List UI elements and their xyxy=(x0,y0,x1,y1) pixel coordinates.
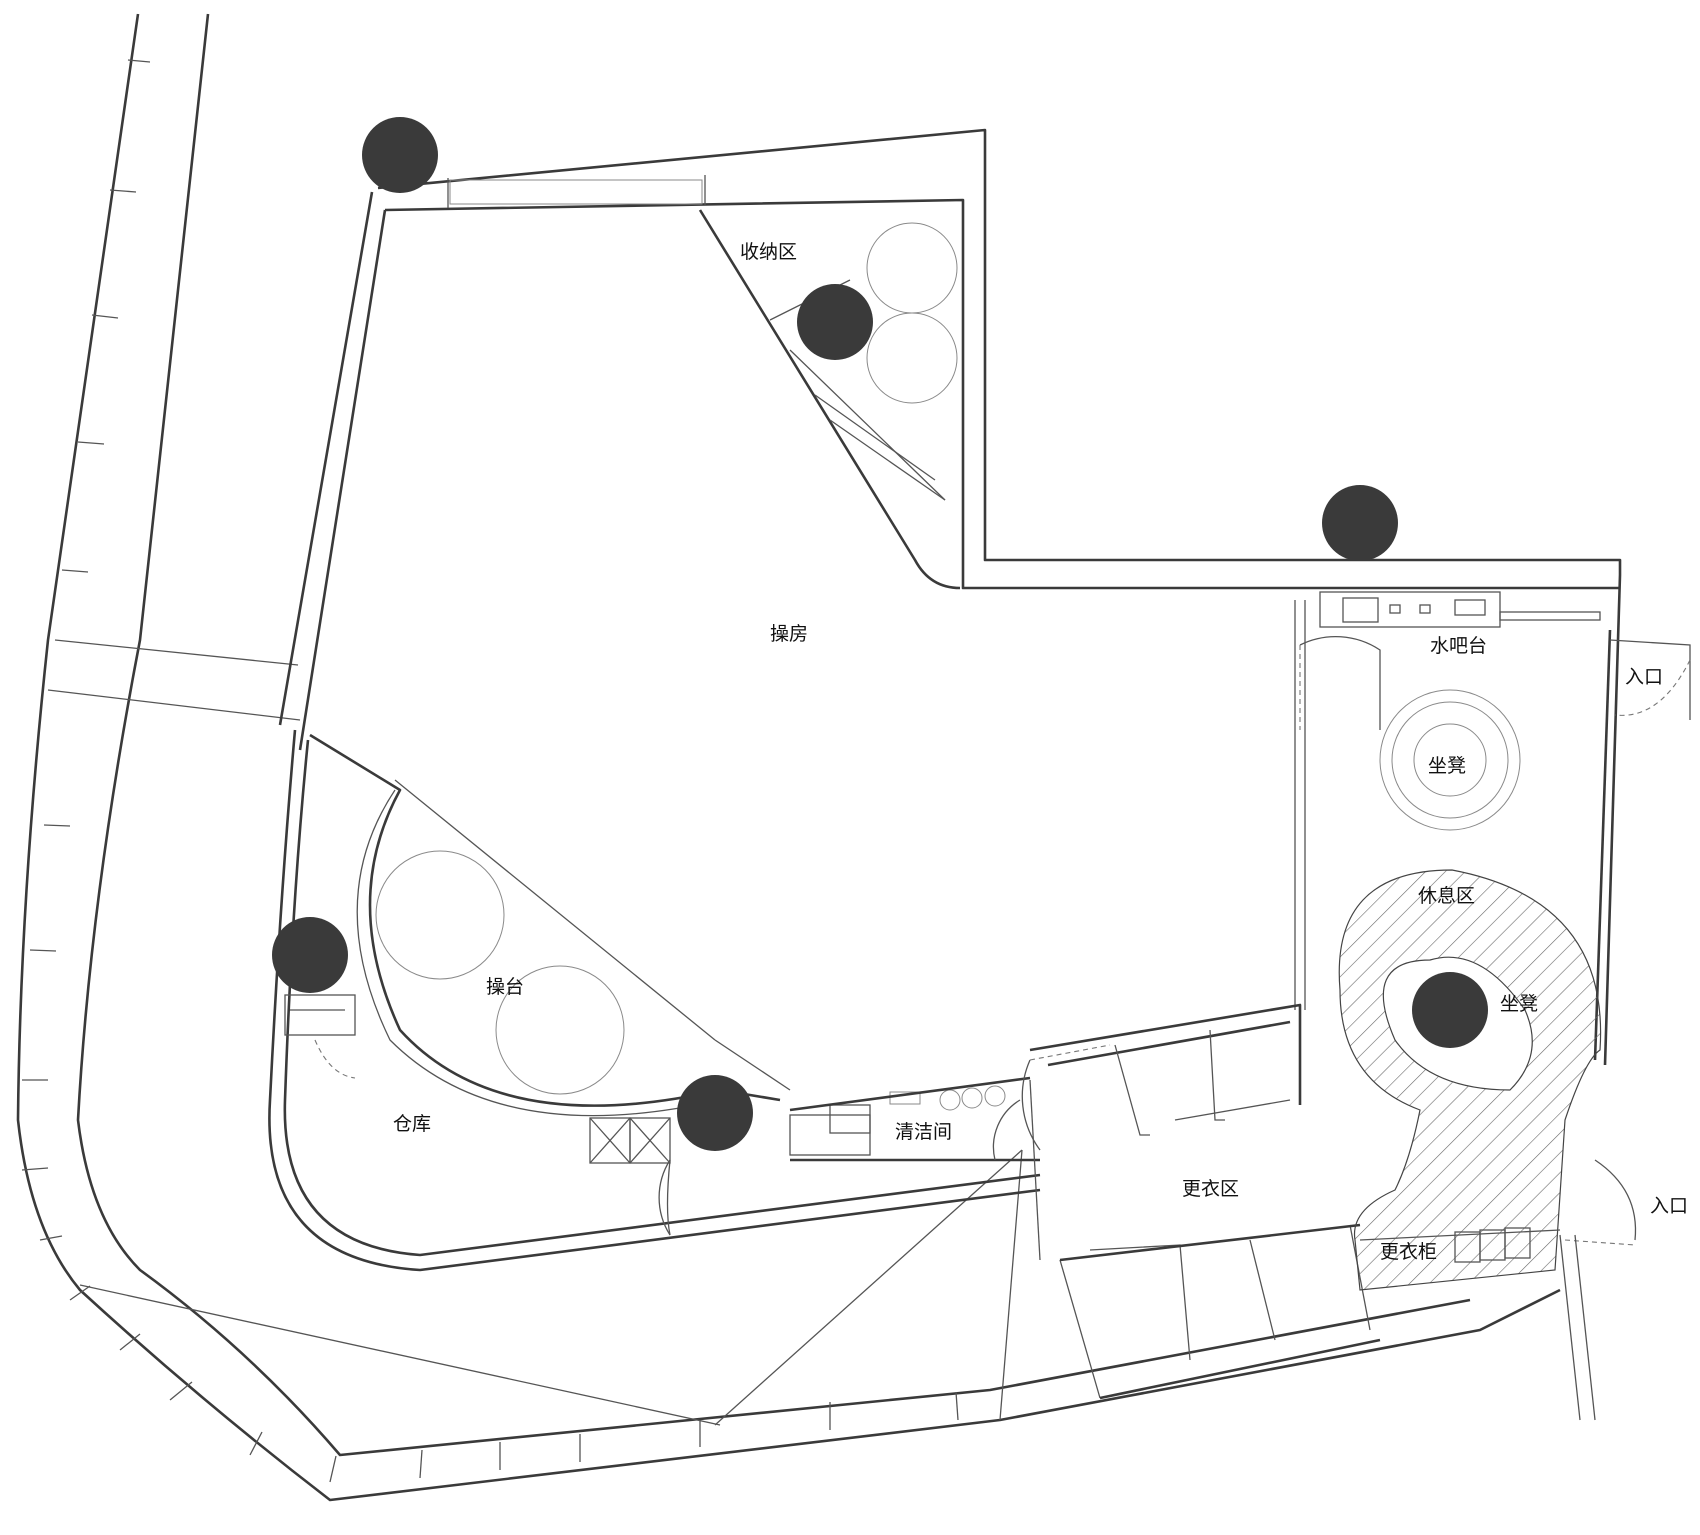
outer-facade xyxy=(16,13,1561,1502)
label-changing-area: 更衣区 xyxy=(1182,1178,1239,1200)
label-storage-area: 收纳区 xyxy=(740,241,797,263)
changing-area-walls xyxy=(1021,1003,1381,1400)
room-labels: 收纳区 操房 水吧台 入口 坐凳 休息区 坐凳 操台 仓库 清洁间 更衣区 入口… xyxy=(393,241,1688,1263)
label-water-bar: 水吧台 xyxy=(1430,635,1487,657)
label-entrance-top: 入口 xyxy=(1625,666,1663,688)
label-console: 操台 xyxy=(486,976,524,998)
marker-circle xyxy=(677,1075,753,1151)
marker-circle xyxy=(272,917,348,993)
marker-circle xyxy=(797,284,873,360)
marker-circle xyxy=(1412,972,1488,1048)
markers xyxy=(272,117,1488,1151)
cleaning-room-fixtures xyxy=(789,1076,1041,1261)
label-rest-area: 休息区 xyxy=(1418,885,1475,907)
marker-circle xyxy=(362,117,438,193)
label-cleaning-room: 清洁间 xyxy=(895,1121,952,1143)
label-operation-room: 操房 xyxy=(770,623,808,645)
label-stool-top: 坐凳 xyxy=(1428,755,1466,777)
label-entrance-bottom: 入口 xyxy=(1650,1195,1688,1217)
storage-area xyxy=(769,222,958,501)
rest-area-zone xyxy=(1338,869,1602,1291)
marker-circle xyxy=(1322,485,1398,561)
console-area xyxy=(268,729,1041,1272)
operation-room-walls xyxy=(278,128,1622,1010)
label-stool-rest: 坐凳 xyxy=(1500,993,1538,1015)
label-warehouse: 仓库 xyxy=(393,1113,431,1135)
label-lockers: 更衣柜 xyxy=(1380,1241,1437,1263)
water-bar-area xyxy=(1299,574,1691,1421)
